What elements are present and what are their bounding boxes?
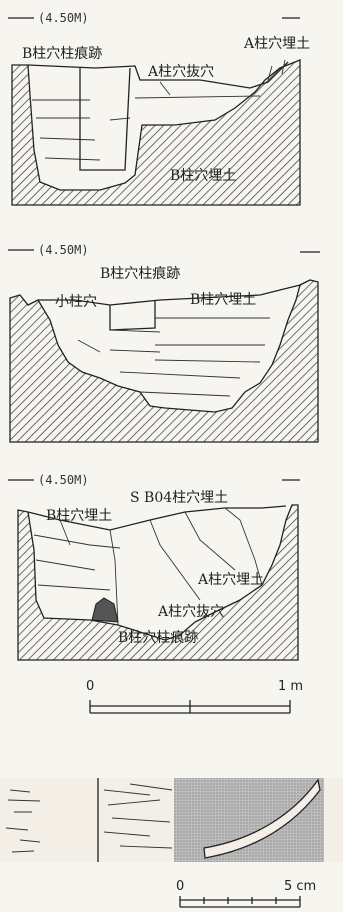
ground-surface xyxy=(27,505,287,531)
scale-start-label: 0 xyxy=(86,679,94,694)
label-sb04-fill: S B04柱穴埋土 xyxy=(130,490,228,506)
scale-bar-5cm: 0 5 cm xyxy=(176,879,316,908)
scale-end-label: 5 cm xyxy=(284,879,316,894)
fill-layer-lines xyxy=(77,317,270,397)
section-3: (4.50M) S B04柱穴埋土 B柱穴埋土 A柱穴埋土 A柱穴抜穴 B柱穴柱… xyxy=(8,473,300,661)
elevation-label: (4.50M) xyxy=(38,243,89,257)
fill-layer-lines xyxy=(33,507,263,626)
label-b-post-trace: B柱穴柱痕跡 xyxy=(22,46,102,62)
ground-surface xyxy=(27,61,289,89)
label-b-post-fill: B柱穴埋土 xyxy=(170,168,236,184)
artifact-drawing xyxy=(0,778,343,862)
label-b-post-fill: B柱穴埋土 xyxy=(190,292,256,308)
post-trace-outline xyxy=(79,67,131,171)
artifact-pattern-right xyxy=(103,783,173,849)
label-b-post-trace: B柱穴柱痕跡 xyxy=(118,630,198,646)
label-small-post: 小柱穴 xyxy=(55,294,97,310)
elevation-label: (4.50M) xyxy=(38,11,89,25)
section-1: (4.50M) B柱穴柱痕跡 A柱穴抜穴 A柱穴埋土 B柱穴埋土 xyxy=(8,11,310,206)
label-b-post-trace: B柱穴柱痕跡 xyxy=(100,266,180,282)
natural-soil xyxy=(17,504,299,661)
ground-surface xyxy=(38,284,301,306)
artifact-stippled-area xyxy=(174,778,324,862)
scale-start-label: 0 xyxy=(176,879,184,894)
scale-end-label: 1 m xyxy=(278,679,303,694)
post-trace-outline xyxy=(109,300,156,331)
scale-bar-line xyxy=(89,700,291,714)
label-a-post-fill: A柱穴埋土 xyxy=(197,572,264,588)
post-trace-remnant xyxy=(91,597,119,623)
natural-soil xyxy=(9,279,319,443)
section-2: (4.50M) B柱穴柱痕跡 小柱穴 B柱穴埋土 xyxy=(8,243,320,443)
label-a-post-pull: A柱穴抜穴 xyxy=(157,604,224,620)
fill-layer-lines xyxy=(32,81,261,161)
label-a-post-fill: A柱穴埋土 xyxy=(243,36,310,52)
label-a-post-pull: A柱穴抜穴 xyxy=(147,64,214,80)
scale-bar-line xyxy=(179,896,301,908)
scale-bar-1m: 0 1 m xyxy=(86,679,303,714)
artifact-profile xyxy=(203,778,321,859)
natural-soil xyxy=(11,59,301,206)
a-fill-lines xyxy=(267,59,286,81)
artifact-pattern-left xyxy=(5,789,41,853)
label-b-post-fill: B柱穴埋土 xyxy=(46,508,112,524)
elevation-label: (4.50M) xyxy=(38,473,89,487)
